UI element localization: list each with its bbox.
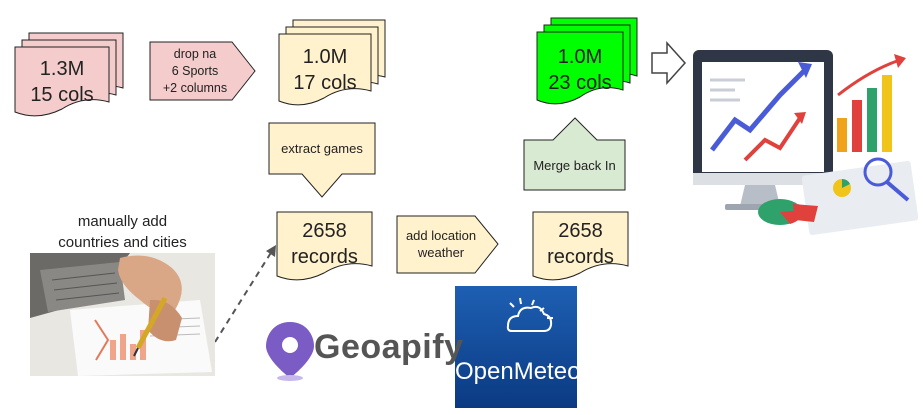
- filtered-dataset-stack: [278, 19, 386, 106]
- drop-step-label: drop na 6 Sports +2 columns: [150, 46, 240, 97]
- extract-step-arrow: [268, 122, 376, 198]
- merge-step-label: Merge back In: [533, 158, 616, 173]
- games-records-doc: [276, 211, 373, 281]
- enriched-records-doc: [532, 211, 629, 281]
- location-step-label: add location weather: [397, 227, 485, 261]
- manual-entry-annotation: manually add countries and cities: [30, 211, 215, 253]
- annotation-line1: manually add: [77, 213, 168, 230]
- location-step-line2: weather: [417, 245, 465, 260]
- geoapify-wordmark: Geoapify: [314, 328, 464, 366]
- merge-step-arrow: [523, 117, 626, 191]
- drop-step-line1: drop na: [173, 47, 217, 61]
- final-dataset-label: 1.0M 23 cols: [537, 44, 623, 96]
- raw-dataset-stack: [14, 32, 124, 117]
- enriched-records-count: 2658: [558, 220, 603, 242]
- extract-step-label: extract games: [281, 141, 363, 156]
- openmeteo-logo: [455, 286, 577, 408]
- raw-dataset-label: 1.3M 15 cols: [15, 56, 109, 108]
- filtered-dataset-count: 1.0M: [302, 46, 348, 68]
- games-records-unit: records: [291, 246, 358, 268]
- filtered-dataset-label: 1.0M 17 cols: [279, 44, 371, 96]
- manual-link-arrow: [214, 245, 276, 343]
- drop-step-arrow: [149, 41, 256, 101]
- geoapify-pin-icon: [266, 322, 314, 381]
- enriched-records-label: 2658 records: [533, 218, 628, 270]
- raw-dataset-count: 1.3M: [39, 58, 85, 80]
- games-records-label: 2658 records: [277, 218, 372, 270]
- analytics-dashboard-illustration: [693, 50, 919, 235]
- final-dataset-count: 1.0M: [557, 46, 603, 68]
- filtered-dataset-cols: 17 cols: [293, 72, 357, 94]
- enriched-records-unit: records: [547, 246, 614, 268]
- output-arrow: [651, 41, 687, 85]
- games-records-count: 2658: [302, 220, 347, 242]
- final-dataset-cols: 23 cols: [548, 72, 612, 94]
- location-step-line1: add location: [405, 228, 477, 243]
- annotation-line2: countries and cities: [58, 234, 187, 251]
- drop-step-line3: +2 columns: [162, 81, 228, 95]
- sun-cloud-icon: [506, 297, 553, 332]
- final-dataset-stack: [536, 17, 638, 105]
- location-step-arrow: [396, 215, 499, 274]
- openmeteo-wordmark: OpenMeteo: [455, 358, 581, 385]
- raw-dataset-cols: 15 cols: [30, 84, 94, 106]
- manual-entry-photo: [30, 253, 215, 376]
- drop-step-line2: 6 Sports: [171, 64, 219, 78]
